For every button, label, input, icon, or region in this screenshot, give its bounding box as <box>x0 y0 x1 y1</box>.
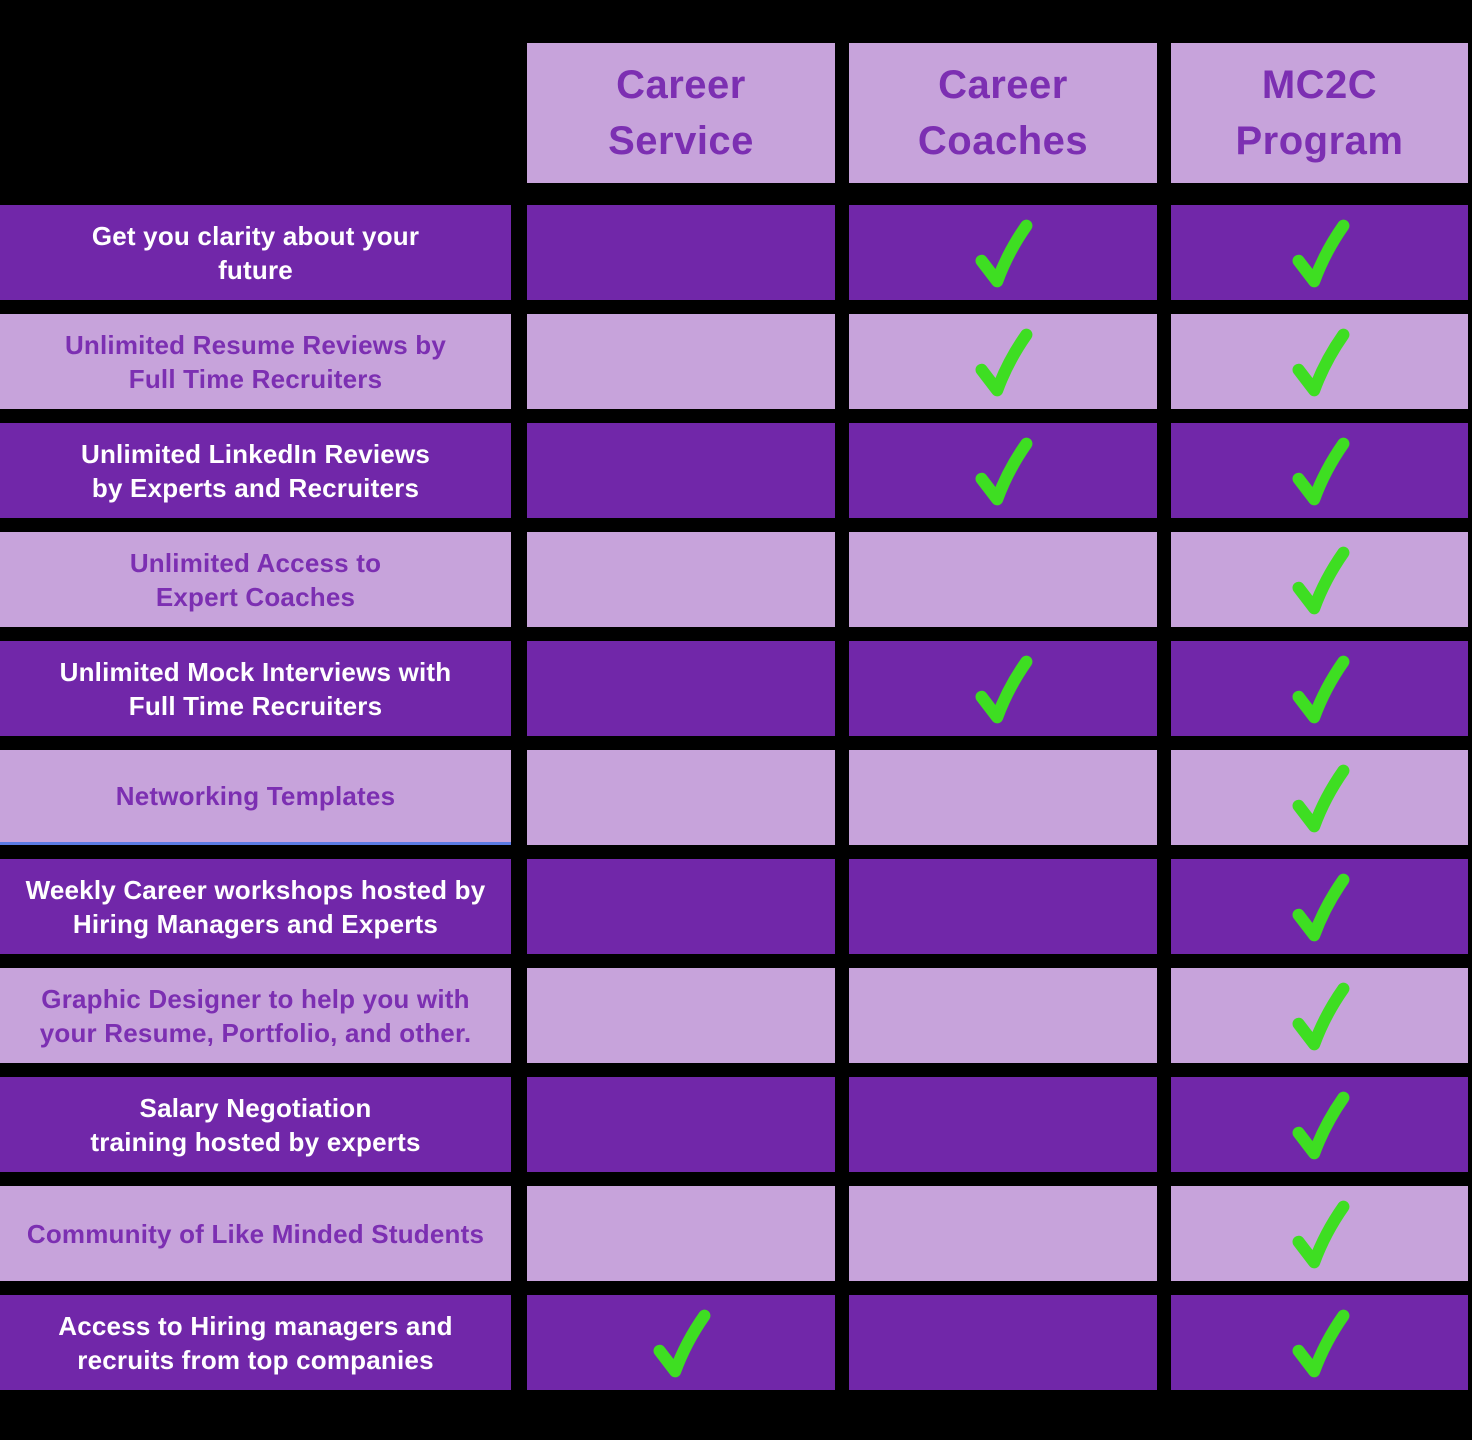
feature-label-text: Unlimited Mock Interviews with Full Time… <box>59 656 452 721</box>
feature-label: Graphic Designer to help you with your R… <box>0 968 511 1063</box>
feature-cell-mc2c-program <box>1171 859 1468 954</box>
feature-cell-career-service <box>527 750 835 845</box>
feature-label-text: Unlimited LinkedIn Reviews by Experts an… <box>80 438 431 503</box>
feature-label-text: Unlimited Access to Expert Coaches <box>129 547 382 612</box>
check-icon <box>975 437 1033 505</box>
feature-cell-mc2c-program <box>1171 205 1468 300</box>
feature-cell-career-coaches <box>849 859 1157 954</box>
check-icon <box>1291 982 1349 1050</box>
feature-label-text: Graphic Designer to help you with your R… <box>39 983 472 1048</box>
feature-cell-mc2c-program <box>1171 423 1468 518</box>
table-row: Unlimited Access to Expert Coaches <box>0 532 1472 627</box>
feature-cell-career-coaches <box>849 314 1157 409</box>
table-row: Unlimited LinkedIn Reviews by Experts an… <box>0 423 1472 518</box>
check-icon <box>1291 546 1349 614</box>
feature-cell-career-coaches <box>849 1077 1157 1172</box>
table-row: Weekly Career workshops hosted by Hiring… <box>0 859 1472 954</box>
check-icon <box>975 328 1033 396</box>
feature-cell-career-service <box>527 859 835 954</box>
table-row: Graphic Designer to help you with your R… <box>0 968 1472 1063</box>
check-icon <box>653 1309 711 1377</box>
feature-cell-career-service <box>527 968 835 1063</box>
table-row: Access to Hiring managers and recruits f… <box>0 1295 1472 1390</box>
feature-cell-career-service <box>527 314 835 409</box>
check-icon <box>975 655 1033 723</box>
table-row: Community of Like Minded Students <box>0 1186 1472 1281</box>
feature-cell-career-coaches <box>849 1295 1157 1390</box>
check-icon <box>1291 1309 1349 1377</box>
feature-label: Unlimited Mock Interviews with Full Time… <box>0 641 511 736</box>
feature-label-text: Access to Hiring managers and recruits f… <box>58 1310 453 1375</box>
feature-label: Networking Templates <box>0 750 511 845</box>
feature-label-text: Unlimited Resume Reviews by Full Time Re… <box>64 329 447 394</box>
table-row: Networking Templates <box>0 750 1472 845</box>
feature-cell-mc2c-program <box>1171 1295 1468 1390</box>
table-row: Salary Negotiation training hosted by ex… <box>0 1077 1472 1172</box>
feature-cell-career-service <box>527 205 835 300</box>
column-title: Career Service <box>608 63 754 163</box>
check-icon <box>1291 1200 1349 1268</box>
feature-label: Access to Hiring managers and recruits f… <box>0 1295 511 1390</box>
feature-cell-career-coaches <box>849 1186 1157 1281</box>
feature-cell-career-coaches <box>849 423 1157 518</box>
column-header-mc2c-program: MC2C Program <box>1171 43 1468 183</box>
feature-label-text: Salary Negotiation training hosted by ex… <box>90 1092 421 1157</box>
feature-cell-mc2c-program <box>1171 968 1468 1063</box>
check-icon <box>1291 219 1349 287</box>
feature-label: Unlimited LinkedIn Reviews by Experts an… <box>0 423 511 518</box>
comparison-table: Career Service Career Coaches MC2C Progr… <box>0 43 1472 1390</box>
feature-cell-mc2c-program <box>1171 750 1468 845</box>
feature-cell-career-service <box>527 1077 835 1172</box>
check-icon <box>975 219 1033 287</box>
feature-label: Salary Negotiation training hosted by ex… <box>0 1077 511 1172</box>
feature-cell-career-service <box>527 532 835 627</box>
feature-label-text: Get you clarity about your future <box>91 220 420 285</box>
check-icon <box>1291 873 1349 941</box>
feature-cell-career-service <box>527 641 835 736</box>
column-title: Career Coaches <box>917 63 1089 163</box>
check-icon <box>1291 655 1349 723</box>
column-title: MC2C Program <box>1235 63 1404 163</box>
feature-cell-career-coaches <box>849 641 1157 736</box>
feature-label: Unlimited Access to Expert Coaches <box>0 532 511 627</box>
check-icon <box>1291 437 1349 505</box>
feature-label: Unlimited Resume Reviews by Full Time Re… <box>0 314 511 409</box>
feature-cell-mc2c-program <box>1171 641 1468 736</box>
feature-cell-career-coaches <box>849 968 1157 1063</box>
feature-cell-career-service <box>527 423 835 518</box>
feature-label-text: Networking Templates <box>115 781 396 811</box>
check-icon <box>1291 328 1349 396</box>
table-header: Career Service Career Coaches MC2C Progr… <box>527 43 1472 183</box>
table-row: Unlimited Resume Reviews by Full Time Re… <box>0 314 1472 409</box>
feature-cell-mc2c-program <box>1171 1186 1468 1281</box>
feature-label: Weekly Career workshops hosted by Hiring… <box>0 859 511 954</box>
column-header-career-service: Career Service <box>527 43 835 183</box>
check-icon <box>1291 764 1349 832</box>
check-icon <box>1291 1091 1349 1159</box>
feature-cell-career-coaches <box>849 205 1157 300</box>
feature-cell-career-service <box>527 1295 835 1390</box>
feature-cell-career-service <box>527 1186 835 1281</box>
feature-cell-mc2c-program <box>1171 314 1468 409</box>
table-row: Get you clarity about your future <box>0 205 1472 300</box>
feature-cell-career-coaches <box>849 750 1157 845</box>
column-header-career-coaches: Career Coaches <box>849 43 1157 183</box>
feature-label: Get you clarity about your future <box>0 205 511 300</box>
feature-label-text: Community of Like Minded Students <box>26 1218 485 1249</box>
feature-label-text: Weekly Career workshops hosted by Hiring… <box>25 874 486 939</box>
table-row: Unlimited Mock Interviews with Full Time… <box>0 641 1472 736</box>
feature-cell-career-coaches <box>849 532 1157 627</box>
feature-label: Community of Like Minded Students <box>0 1186 511 1281</box>
feature-cell-mc2c-program <box>1171 532 1468 627</box>
feature-cell-mc2c-program <box>1171 1077 1468 1172</box>
